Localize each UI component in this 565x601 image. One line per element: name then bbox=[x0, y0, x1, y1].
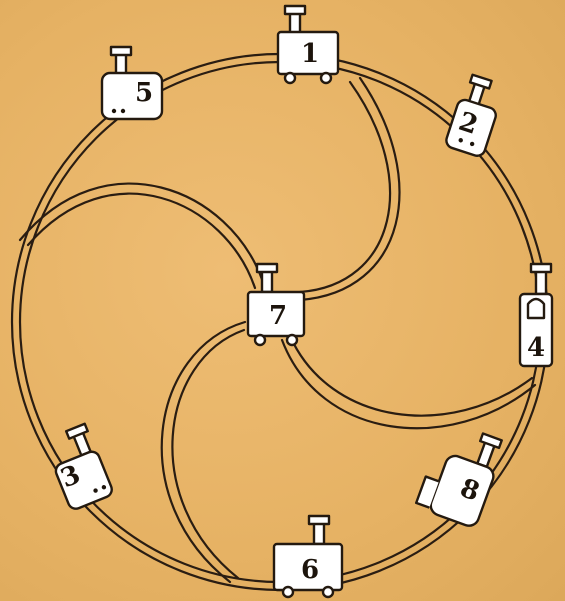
branch-track-left bbox=[20, 184, 263, 288]
branch-track-right bbox=[282, 336, 535, 428]
engine-7[interactable]: 7 bbox=[248, 264, 304, 345]
engine-2[interactable]: 2 bbox=[444, 73, 506, 158]
engine-4[interactable]: 4 bbox=[520, 264, 552, 366]
engine-8[interactable]: 8 bbox=[415, 420, 507, 528]
engine-5[interactable]: 5 bbox=[102, 47, 162, 119]
branch-track-bottom-left bbox=[162, 322, 245, 582]
engine-6-number: 6 bbox=[301, 555, 319, 585]
engine-7-number: 7 bbox=[269, 301, 287, 331]
engine-6[interactable]: 6 bbox=[274, 516, 342, 597]
engine-1[interactable]: 1 bbox=[278, 6, 338, 83]
engine-1-number: 1 bbox=[301, 39, 319, 69]
branch-track-top bbox=[300, 78, 399, 300]
engine-5-number: 5 bbox=[135, 78, 153, 108]
engine-4-number: 4 bbox=[527, 333, 545, 363]
